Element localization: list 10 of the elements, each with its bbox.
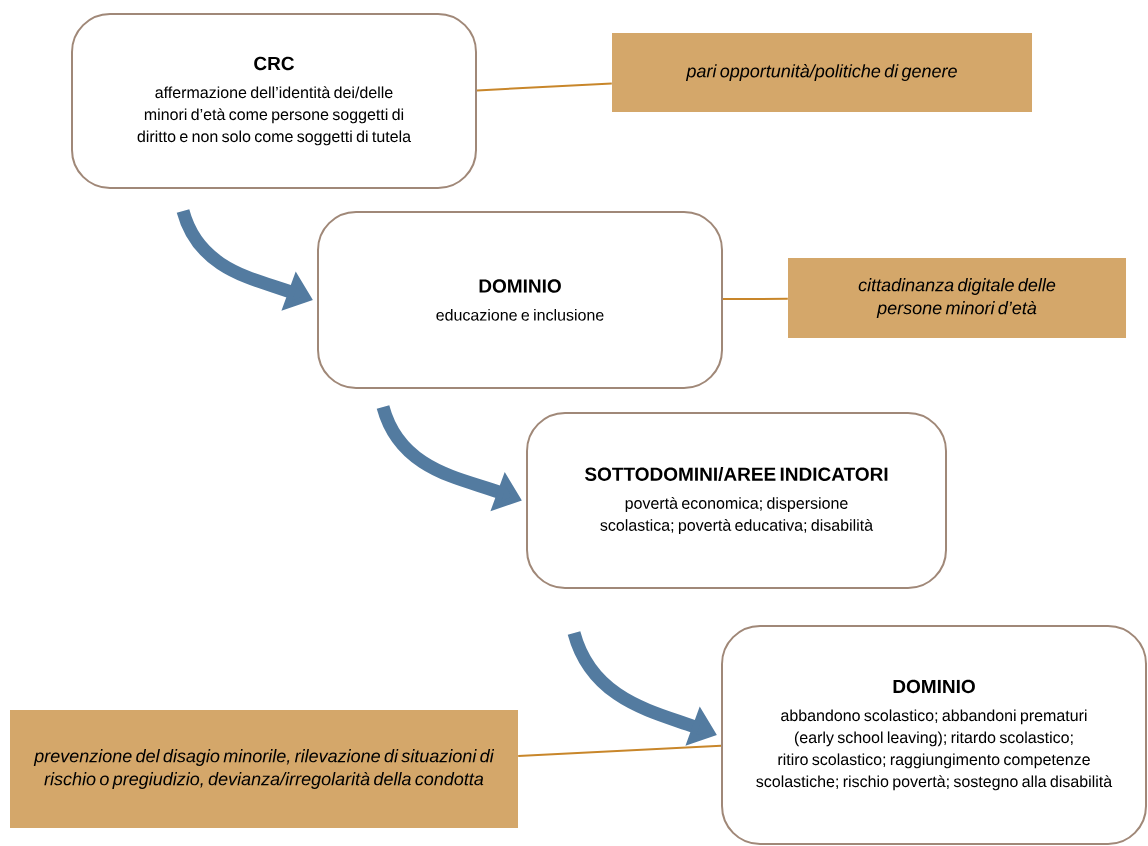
rounded-box: CRC affermazione dell’identità dei/delle minori d’età come persone soggetti di diritto e non solo come soggetti di tutela (71, 13, 477, 189)
rounded-box: DOMINIO educazione e inclusione (317, 211, 723, 389)
rounded-box: DOMINIO abbandono scolastico; abbandoni prematuri (early school leaving); ritardo scolastico; ritiro scolastico; raggiungimento competenze scolastiche; rischio povertà; sostegno alla disabilità (721, 625, 1147, 845)
note-box: cittadinanza digitale delle persone minori d’età (788, 258, 1126, 338)
rounded-box: SOTTODOMINI/AREE INDICATORI povertà economica; dispersione scolastica; povertà educativa; disabilità (526, 412, 947, 589)
connector-line (476, 82, 613, 92)
note-box: prevenzione del disagio minorile, rilevazione di situazioni di rischio o pregiudizio, devianza/irregolarità della condotta (10, 710, 518, 828)
connector-line (517, 744, 722, 758)
connector-line (722, 297, 789, 301)
note-box: pari opportunità/politiche di genere (612, 33, 1032, 112)
